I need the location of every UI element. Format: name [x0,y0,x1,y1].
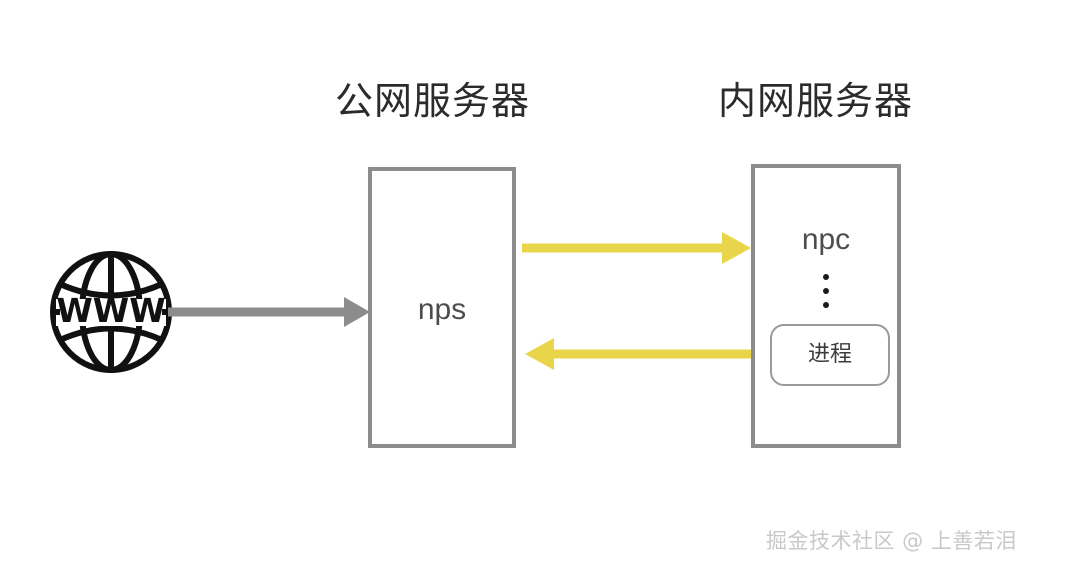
watermark-text: 掘金技术社区 @ 上善若泪 [766,529,1017,553]
ellipsis-dot [823,302,829,308]
globe-www-icon: WWW [48,249,174,375]
process-chip: 进程 [770,324,890,386]
public-server-title: 公网服务器 [335,79,531,123]
npc-label: npc [801,223,851,256]
arrow-npc-to-nps [525,338,754,370]
ellipsis-dot [823,288,829,294]
process-chip-label: 进程 [807,342,852,367]
arrow-internet-to-nps [168,297,370,327]
vertical-ellipsis-icon [755,274,897,308]
private-server-title: 内网服务器 [718,79,914,123]
ellipsis-dot [823,274,829,280]
arrow-nps-to-npc [522,232,751,264]
nps-label: nps [417,293,467,326]
private-server-box: npc 进程 [751,164,901,448]
public-server-box: nps [368,167,516,448]
globe-www-label: WWW [56,291,165,330]
